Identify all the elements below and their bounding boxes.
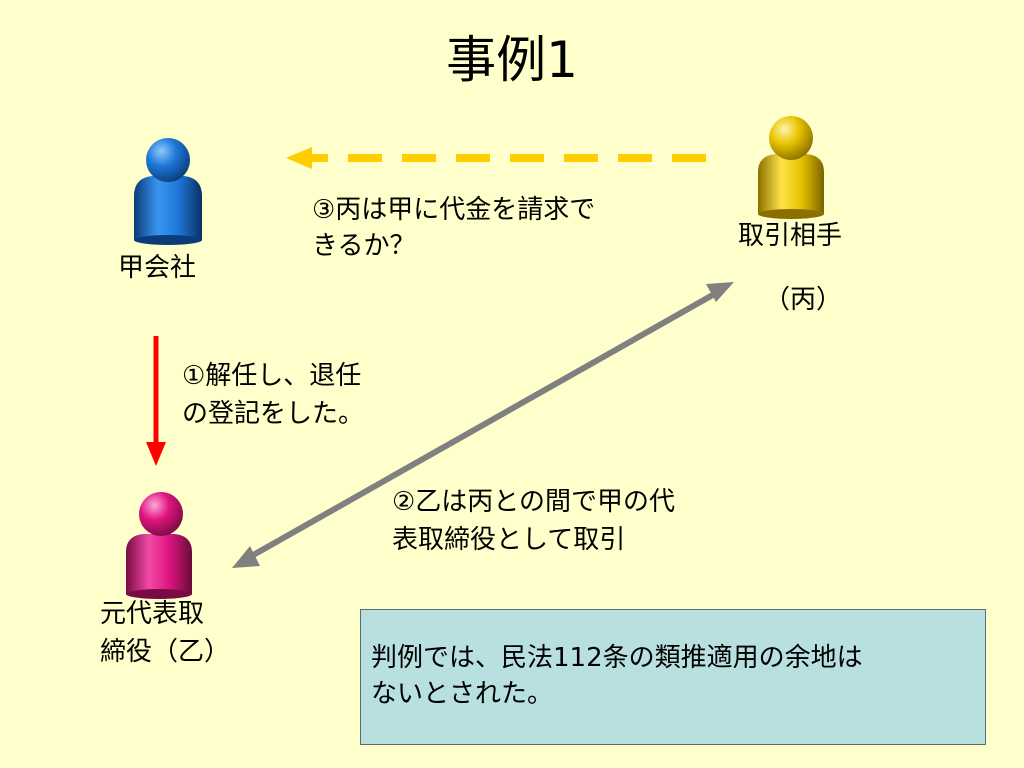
conclusion-note: 判例では、民法112条の類推適用の余地は ないとされた。 bbox=[360, 609, 986, 745]
dismissal-arrow bbox=[146, 336, 166, 466]
counterparty-sublabel: （丙） bbox=[764, 285, 843, 315]
step1-text-line2: の登記をした。 bbox=[182, 399, 365, 429]
person-icon bbox=[126, 492, 192, 599]
step3-text-line1: ③丙は甲に代金を請求で bbox=[312, 195, 596, 225]
step1-text-line1: ①解任し、退任 bbox=[182, 361, 362, 391]
transaction-arrow bbox=[232, 282, 734, 568]
person-icon bbox=[758, 116, 824, 219]
claim-arrow bbox=[286, 147, 706, 169]
conclusion-note-line1: 判例では、民法112条の類推適用の余地は bbox=[371, 643, 863, 673]
step2-text-line1: ②乙は丙との間で甲の代 bbox=[392, 487, 676, 517]
step3-text-line2: きるか？ bbox=[312, 231, 416, 261]
company-label: 甲会社 bbox=[118, 253, 197, 283]
step2-text-line2: 表取締役として取引 bbox=[392, 525, 626, 555]
counterparty-label: 取引相手 bbox=[738, 221, 843, 251]
page-title: 事例1 bbox=[446, 31, 578, 89]
former-rep-label-line1: 元代表取 bbox=[100, 599, 205, 629]
former-rep-label-line2: 締役（乙） bbox=[100, 637, 231, 667]
conclusion-note-line2: ないとされた。 bbox=[371, 679, 554, 709]
person-icon bbox=[134, 138, 202, 245]
